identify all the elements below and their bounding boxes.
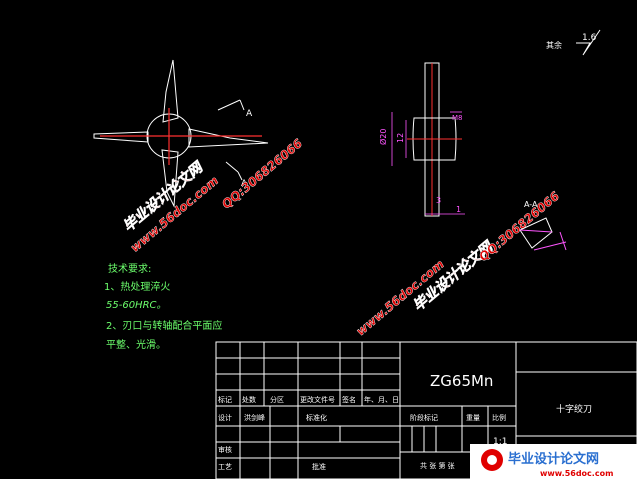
material-text: ZG65Mn: [430, 372, 493, 390]
surface-finish-icon: [576, 29, 601, 56]
site-logo: 毕业设计论文网 www.56doc.com: [470, 444, 637, 479]
tb-designer: 洪剑峰: [244, 413, 265, 422]
section-view: [519, 217, 567, 251]
tb-review: 审核: [218, 445, 232, 454]
dim-diameter: Ø20: [378, 129, 388, 145]
watermark-qq-1: QQ:306826066: [219, 136, 305, 211]
tb-standard: 标准化: [306, 413, 327, 422]
surface-finish-prefix: 其余: [546, 40, 562, 50]
section-marker-bottom: A: [241, 179, 248, 189]
watermark-2: www.56doc.com 毕业设计论文网: [353, 237, 497, 339]
tech-line-1: 1、热处理淬火: [104, 280, 170, 293]
tb-design: 设计: [218, 413, 232, 422]
side-view: [407, 62, 462, 217]
section-label: A-A: [524, 200, 538, 209]
tb-date: 年、月、日: [364, 395, 399, 404]
tech-line-4: 平整、光滑。: [106, 338, 166, 351]
part-name-text: 十字绞刀: [556, 403, 592, 415]
dim-thickness: 3: [436, 196, 441, 205]
tb-change-doc: 更改文件号: [300, 395, 335, 404]
logo-url: www.56doc.com: [540, 469, 613, 478]
tb-mark: 标记: [218, 395, 232, 404]
tb-scale-label: 比例: [492, 413, 506, 422]
front-view-centerlines: [100, 108, 262, 165]
title-block-row1: 标记 处数 分区 更改文件号 签名 年、月、日: [218, 395, 399, 404]
title-block-grid: [215, 341, 637, 479]
dim-bottom: 1: [456, 205, 461, 214]
tb-zone: 分区: [270, 395, 284, 404]
tb-count: 处数: [242, 395, 256, 404]
side-view-dimensions: [391, 111, 465, 215]
tb-sign: 签名: [342, 395, 356, 404]
scale-text: 1:1: [493, 437, 507, 447]
tech-heading: 技术要求:: [108, 262, 151, 275]
watermark-1: 毕业设计论文网 www.56doc.com: [119, 158, 221, 255]
tech-requirements: 技术要求: 1、热处理淬火 55-60HRC。 2、刃口与转轴配合平面应 平整、…: [104, 262, 222, 351]
title-block-row2: 设计 洪剑峰 标准化: [218, 413, 327, 422]
title-block-stage: 阶段标记 重量 比例: [410, 413, 506, 422]
section-cut-marker: [217, 99, 245, 181]
logo-brand: 毕业设计论文网: [508, 451, 599, 467]
dim-thread: M8: [452, 114, 463, 122]
surface-finish-value: 1.6: [582, 33, 597, 43]
tb-stage: 阶段标记: [410, 413, 438, 422]
tb-weight: 重量: [466, 414, 480, 422]
dim-width: 12: [396, 133, 405, 143]
tb-process: 工艺: [218, 463, 232, 471]
tb-sheets: 共 张 第 张: [420, 461, 455, 470]
tb-approve: 批准: [312, 462, 326, 471]
tech-line-2: 55-60HRC。: [106, 300, 167, 311]
tech-line-3: 2、刃口与转轴配合平面应: [106, 319, 222, 332]
section-marker-top: A: [246, 109, 253, 119]
